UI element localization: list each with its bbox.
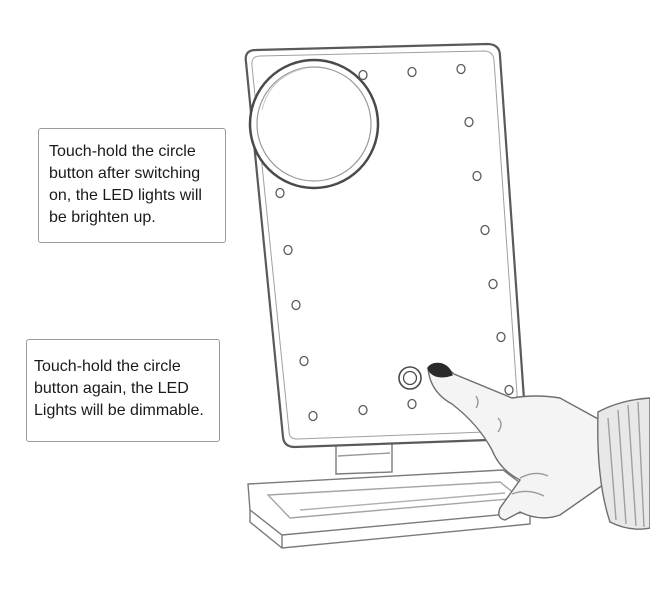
led-light	[275, 187, 285, 199]
callout-text-line: be brighten up.	[49, 209, 156, 226]
touch-button	[398, 366, 422, 390]
led-light	[496, 331, 506, 343]
led-light	[308, 410, 318, 422]
led-light	[407, 398, 417, 410]
mirror-base	[247, 469, 541, 549]
instruction-callout-brighten: Touch-hold the circle button after switc…	[38, 128, 226, 243]
callout-text-line: Touch-hold the circle	[34, 358, 181, 375]
led-lights	[275, 63, 514, 422]
led-light	[358, 404, 368, 416]
callout-text-line: Lights will be dimmable.	[34, 402, 204, 419]
led-light	[283, 244, 293, 256]
led-light	[456, 63, 466, 75]
callout-text-line: button again, the LED	[34, 380, 189, 397]
led-light	[407, 66, 417, 78]
magnifying-mirror	[248, 58, 380, 190]
callout-text-line: on, the LED lights will	[49, 187, 202, 204]
instruction-callout-dimmable: Touch-hold the circle button again, the …	[26, 339, 220, 442]
led-light	[504, 384, 514, 396]
led-light	[291, 299, 301, 311]
led-light	[480, 224, 490, 236]
callout-text-line: button after switching	[49, 165, 201, 182]
sweater-sleeve	[597, 397, 650, 530]
led-light	[464, 116, 474, 128]
led-light	[358, 69, 368, 81]
led-light	[472, 170, 482, 182]
led-light	[299, 355, 309, 367]
callout-text-line: Touch-hold the circle	[49, 143, 196, 160]
led-light	[488, 278, 498, 290]
pointing-hand	[427, 362, 611, 521]
